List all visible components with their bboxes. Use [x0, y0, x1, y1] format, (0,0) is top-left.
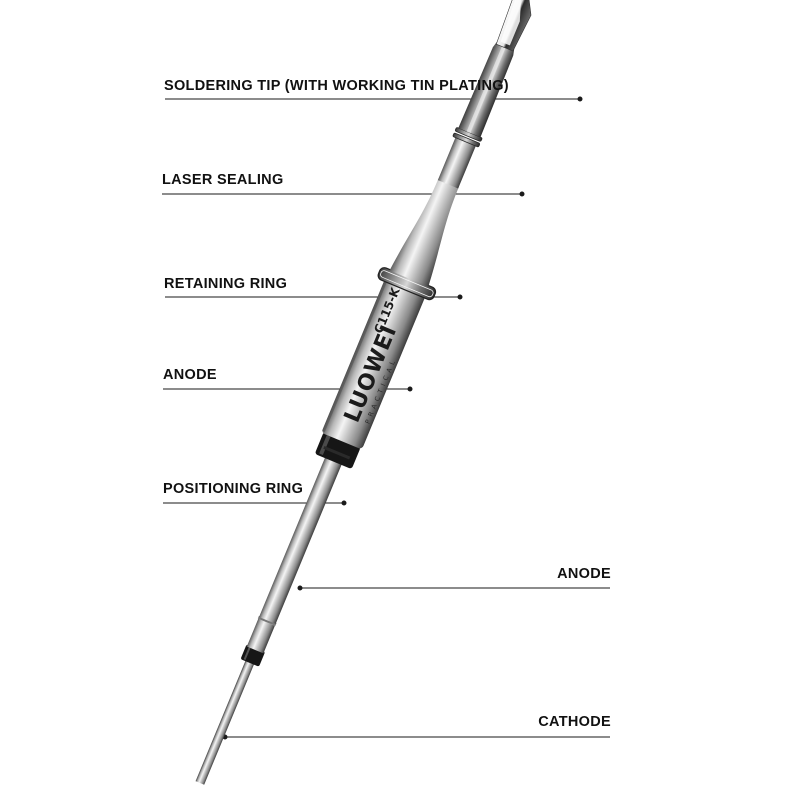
callout-laser-sealing: LASER SEALING: [162, 172, 284, 188]
barrel: [322, 276, 426, 449]
laser-seal-band: [452, 132, 480, 148]
anode-tube: [246, 618, 275, 654]
leader-dot-retaining-ring: [457, 294, 463, 300]
cathode-pin: [195, 659, 255, 785]
callout-positioning-ring: POSITIONING RING: [163, 481, 304, 497]
soldering-tip-body: LUOWEI C115-K PRACTICAL: [195, 0, 532, 785]
callout-soldering-tip: SOLDERING TIP (WITH WORKING TIN PLATING): [164, 78, 509, 94]
leader-dot-laser-sealing: [519, 191, 525, 197]
callout-cathode: CATHODE: [538, 714, 611, 730]
callout-anode-upper: ANODE: [163, 367, 217, 383]
neck: [389, 178, 459, 287]
callout-retaining-ring: RETAINING RING: [164, 276, 288, 292]
leader-lines: [162, 96, 610, 740]
callout-anode-lower: ANODE: [557, 566, 611, 582]
leader-dot-anode-upper: [407, 386, 413, 392]
leader-dot-anode-lower: [297, 585, 303, 591]
leader-dot-soldering-tip: [577, 96, 583, 102]
leader-dot-positioning-ring: [341, 500, 347, 506]
